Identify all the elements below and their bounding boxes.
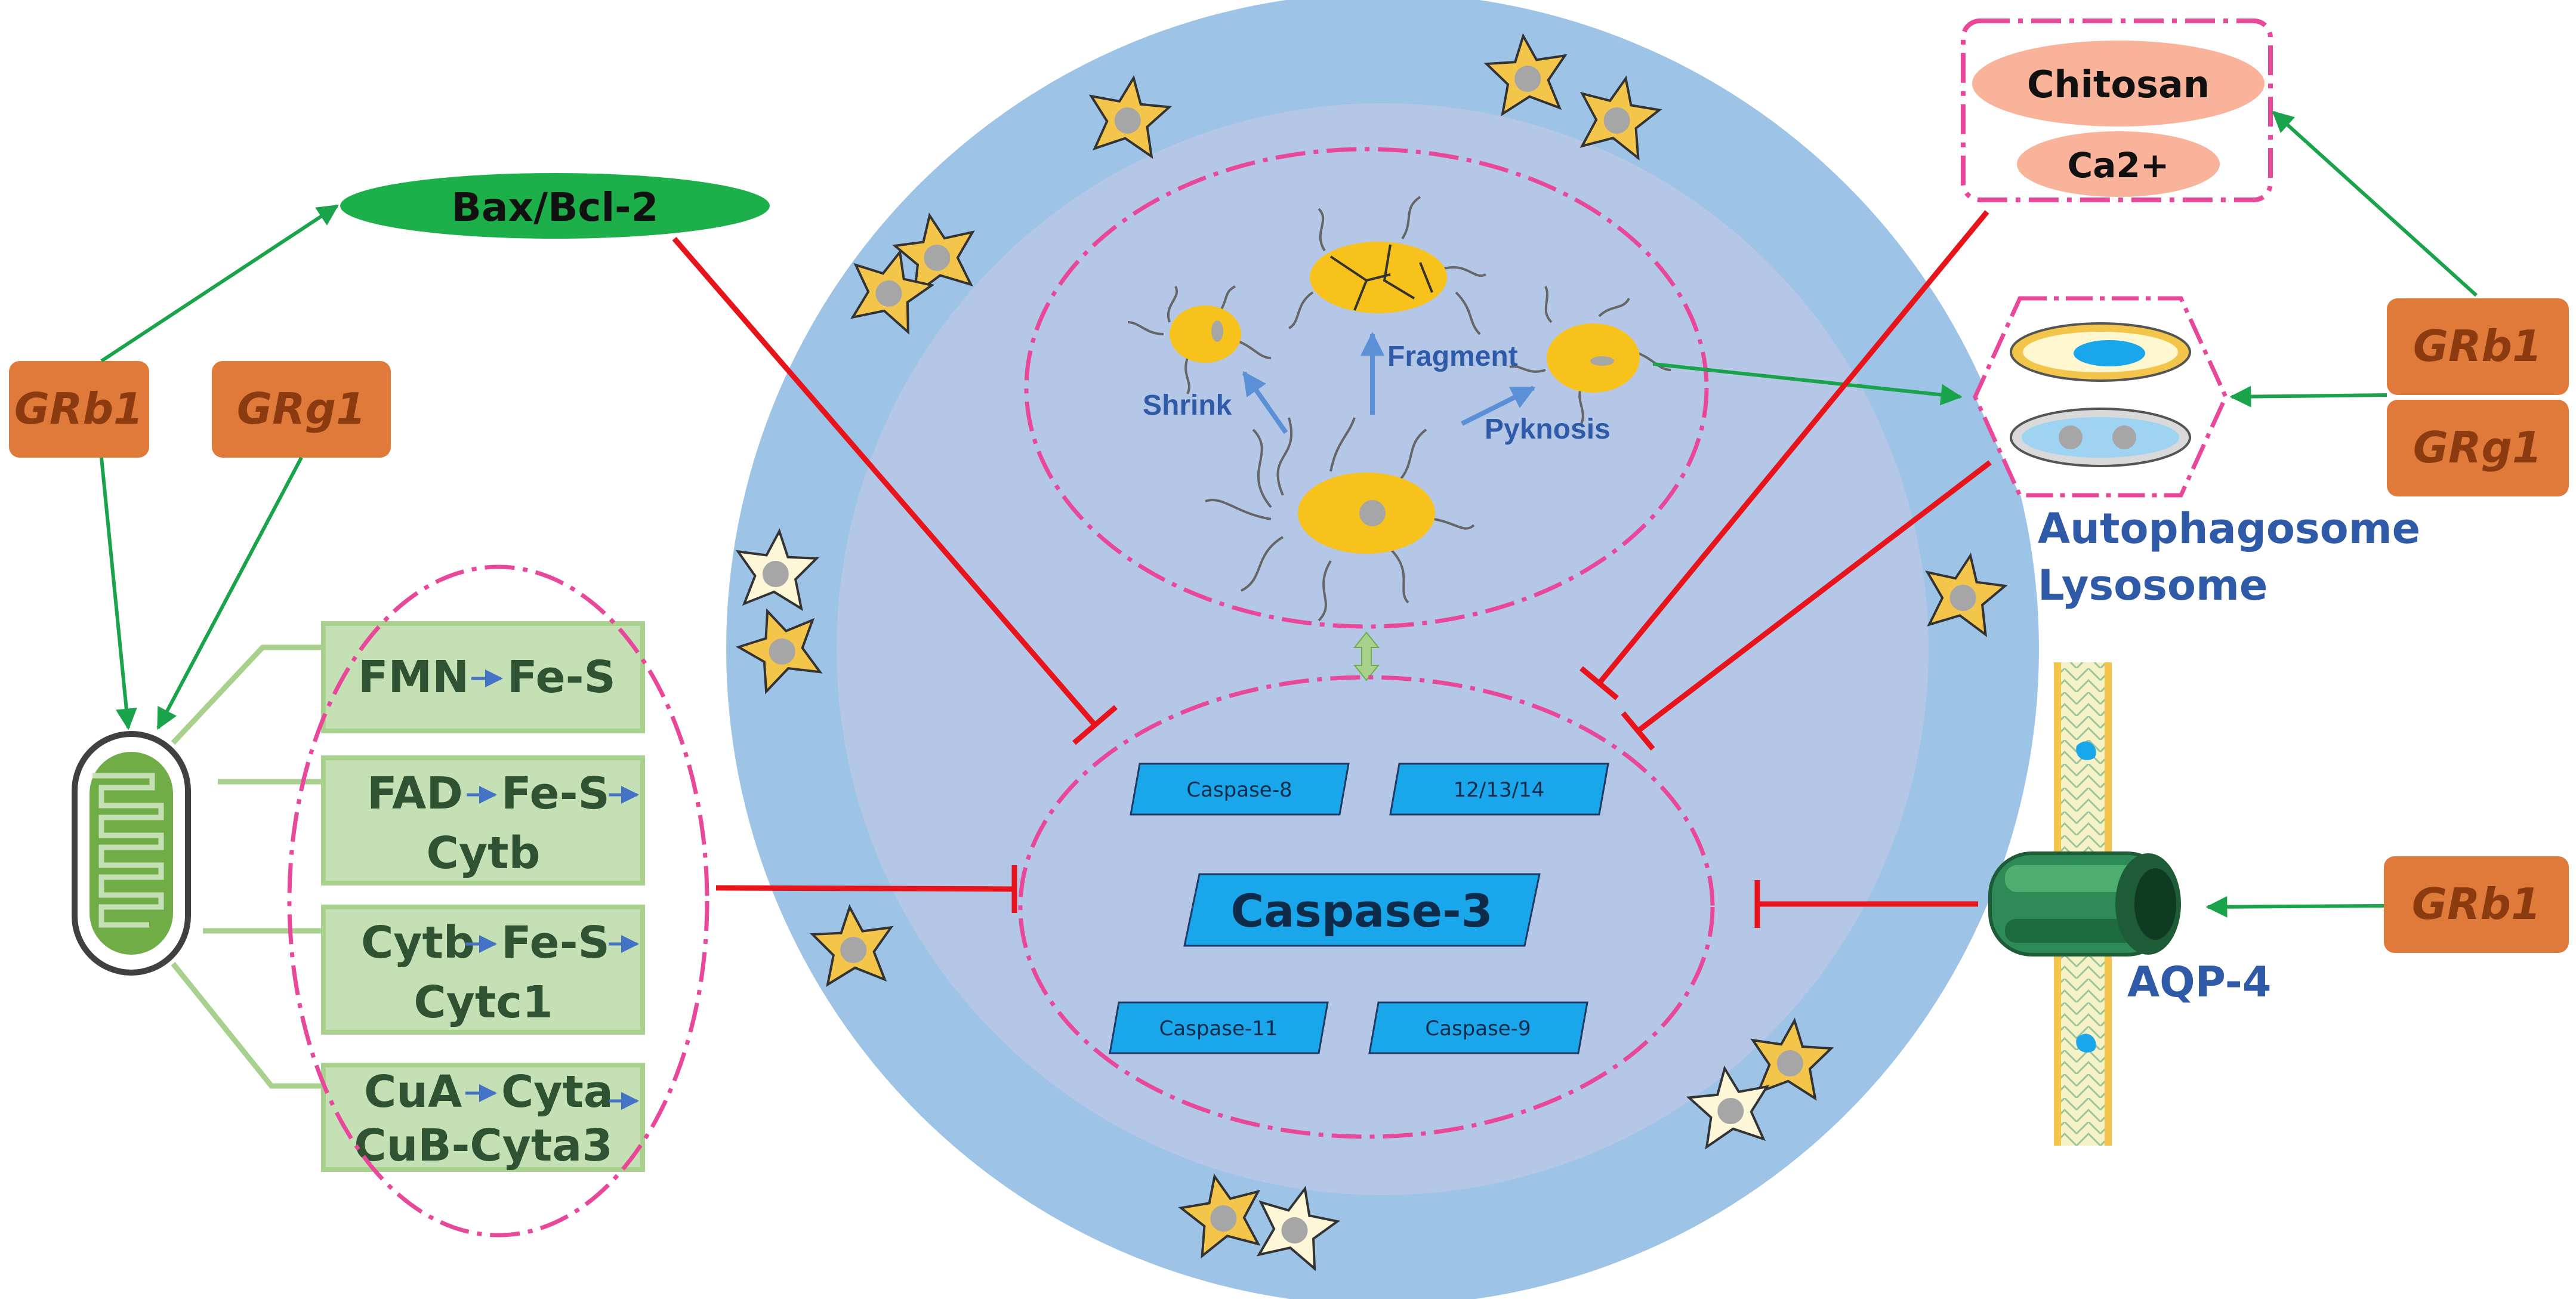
pyknosis-to-autophagy-arrow (1652, 362, 1963, 406)
nucleus-morphology-region (1024, 147, 1709, 629)
grg1-to-mito-arrow (156, 456, 303, 730)
svg-text:FAD: FAD (367, 768, 463, 819)
mitochondrion-icon (72, 731, 191, 976)
mito-chain-connectors (171, 644, 322, 1089)
svg-text:CuB-Cyta3: CuB-Cyta3 (354, 1120, 612, 1171)
grg1-left-box: GRg1 (212, 361, 391, 458)
grb1-to-chitosan-arrow (2272, 110, 2478, 297)
svg-text:12/13/14: 12/13/14 (1454, 778, 1545, 802)
svg-text:Fe-S: Fe-S (507, 652, 616, 703)
svg-text:GRg1: GRg1 (237, 384, 366, 434)
fragment-label: Fragment (1387, 341, 1518, 372)
bidirectional-link-arrow (1353, 631, 1380, 681)
svg-text:Cytb: Cytb (427, 828, 541, 879)
pyknosis-arrow (1461, 385, 1536, 426)
caspase-region (1018, 675, 1715, 1139)
bax-bcl2-node: Bax/Bcl-2 (340, 173, 770, 239)
grb1-to-aqp4-arrow (2205, 896, 2384, 918)
grb1-right-bottom-box: GRb1 (2384, 856, 2569, 953)
svg-text:GRg1: GRg1 (2413, 422, 2542, 473)
aqp4-label: AQP-4 (2127, 958, 2272, 1007)
cell-inner (837, 103, 1929, 1195)
grb1-right-top-box: GRb1 (2387, 298, 2569, 395)
svg-text:Cyta: Cyta (501, 1066, 613, 1118)
caspase-12-13-14-box: 12/13/14 (1389, 763, 1609, 816)
svg-text:GRb1: GRb1 (14, 384, 143, 434)
inhibition-lines (672, 210, 1992, 928)
chain-complex-1: FMN Fe-S (321, 621, 645, 733)
autophagosome-icon (2010, 322, 2191, 382)
svg-text:GRb1: GRb1 (2412, 879, 2541, 929)
chain-complex-3: Cytb Fe-S Cytc1 (321, 905, 645, 1035)
svg-text:FMN: FMN (358, 652, 469, 703)
svg-text:Fe-S: Fe-S (501, 917, 610, 968)
svg-text:Caspase-3: Caspase-3 (1230, 884, 1492, 937)
svg-text:Caspase-9: Caspase-9 (1425, 1017, 1531, 1041)
caspase-8-box: Caspase-8 (1130, 763, 1350, 816)
svg-text:Cytc1: Cytc1 (414, 977, 553, 1028)
shrink-arrow (1242, 371, 1288, 434)
chitosan-box: Chitosan Ca2+ (1961, 18, 2273, 202)
chain-complex-2: FAD Fe-S Cytb (321, 755, 645, 885)
fragmented-neuron (1288, 196, 1486, 335)
normal-neuron (1205, 417, 1475, 622)
aqp4-channel-icon (1988, 851, 2181, 956)
grb1-left-box: GRb1 (9, 361, 149, 458)
lysosome-icon (2010, 408, 2191, 467)
svg-text:Bax/Bcl-2: Bax/Bcl-2 (452, 184, 659, 230)
shrunk-neuron (1127, 285, 1272, 394)
caspase-11-box: Caspase-11 (1109, 1001, 1329, 1054)
chain-complex-4: CuA Cyta CuB-Cyta3 (321, 1063, 645, 1172)
caspase-9-box: Caspase-9 (1368, 1001, 1588, 1054)
lysosome-label: Lysosome (2038, 561, 2268, 610)
svg-text:Cytb: Cytb (361, 917, 475, 968)
svg-text:Caspase-11: Caspase-11 (1159, 1017, 1278, 1041)
svg-text:Fe-S: Fe-S (501, 768, 610, 819)
svg-text:Ca2+: Ca2+ (2068, 145, 2170, 186)
grg1-right-box: GRg1 (2387, 400, 2569, 496)
grb1-to-mito-arrow (100, 457, 137, 730)
grb1-to-autophagy-arrow (2229, 385, 2387, 408)
svg-text:CuA: CuA (364, 1066, 462, 1118)
electron-chain-region (287, 564, 709, 1238)
svg-text:Caspase-8: Caspase-8 (1186, 778, 1292, 802)
grb1-to-bax-arrow (100, 204, 340, 363)
shrink-label: Shrink (1143, 390, 1232, 421)
caspase-3-box: Caspase-3 (1183, 873, 1541, 947)
autophagosome-label: Autophagosome (2038, 504, 2420, 553)
svg-text:GRb1: GRb1 (2413, 321, 2542, 371)
pyknosis-label: Pyknosis (1485, 414, 1611, 445)
svg-text:Chitosan: Chitosan (2027, 63, 2210, 106)
